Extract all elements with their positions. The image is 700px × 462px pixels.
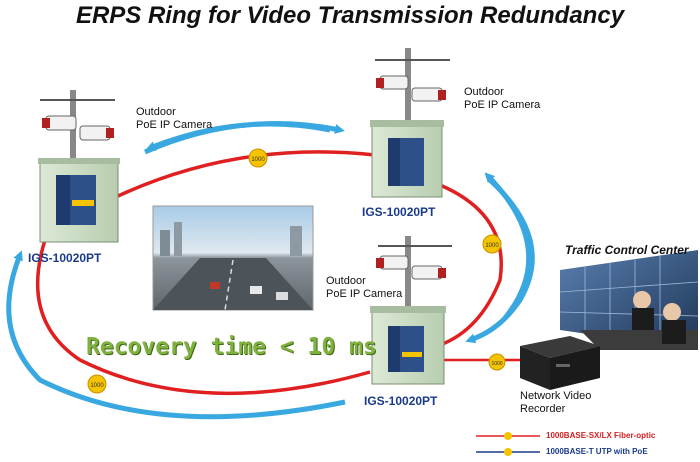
left-camera-pole bbox=[40, 90, 115, 165]
camera-label-line: PoE IP Camera bbox=[464, 99, 541, 111]
top-camera-pole bbox=[375, 48, 450, 126]
link-badge-label: 1000 bbox=[491, 361, 502, 367]
nvr-device bbox=[520, 336, 600, 390]
bottom-camera-pole bbox=[376, 236, 452, 314]
failover-arrow-top-back bbox=[145, 121, 331, 151]
camera-icon bbox=[411, 265, 446, 280]
camera-label-line: PoE IP Camera bbox=[136, 119, 213, 131]
link-badge-right: 1000 bbox=[482, 234, 502, 254]
fiber-ring-bottom bbox=[35, 239, 371, 396]
top-cabinet bbox=[370, 120, 444, 198]
traffic-control-center-label: Traffic Control Center bbox=[565, 243, 689, 257]
bottom-switch-model: IGS-10020PT bbox=[364, 394, 438, 408]
bottom-camera-label: Outdoor PoE IP Camera bbox=[326, 275, 402, 301]
link-badge-top: 1000 bbox=[248, 148, 268, 168]
link-badge-bottom: 1000 bbox=[87, 374, 107, 394]
fiber-ring-right bbox=[439, 183, 503, 347]
highway-photo bbox=[152, 205, 314, 311]
nvr-label-line: Network Video bbox=[520, 390, 592, 402]
page-title: ERPS Ring for Video Transmission Redunda… bbox=[75, 2, 625, 29]
link-badge-label: 1000 bbox=[485, 243, 499, 249]
camera-icon bbox=[79, 125, 114, 141]
camera-icon bbox=[42, 115, 77, 131]
camera-label-line: Outdoor bbox=[464, 86, 504, 98]
top-switch-model: IGS-10020PT bbox=[362, 205, 436, 219]
camera-label-line: PoE IP Camera bbox=[326, 288, 403, 300]
camera-icon bbox=[376, 75, 409, 90]
left-cabinet bbox=[38, 158, 120, 243]
camera-label-line: Outdoor bbox=[326, 275, 366, 287]
left-camera-label: Outdoor PoE IP Camera bbox=[136, 106, 212, 132]
nvr-label: Network Video Recorder bbox=[520, 390, 591, 416]
left-switch-model: IGS-10020PT bbox=[28, 251, 102, 265]
nvr-label-line: Recorder bbox=[520, 403, 566, 415]
recovery-time-text: Recovery time < 10 ms bbox=[86, 334, 377, 360]
top-camera-label: Outdoor PoE IP Camera bbox=[464, 86, 540, 112]
legend-utp-label: 1000BASE-T UTP with PoE bbox=[546, 447, 648, 456]
legend-fiber-label: 1000BASE-SX/LX Fiber-optic bbox=[546, 431, 656, 440]
fiber-ring-top bbox=[117, 150, 376, 198]
control-center-wall bbox=[559, 250, 699, 350]
failover-arrow-right-back bbox=[484, 172, 532, 320]
camera-label-line: Outdoor bbox=[136, 106, 176, 118]
bottom-cabinet bbox=[370, 306, 446, 385]
link-badge-label: 1000 bbox=[90, 383, 104, 389]
legend-utp-line bbox=[476, 448, 540, 456]
link-badge-label: 1000 bbox=[251, 157, 265, 163]
legend-fiber-line bbox=[476, 432, 540, 440]
failover-arrow-bottom bbox=[6, 250, 346, 420]
link-badge-nvr: 1000 bbox=[488, 353, 506, 371]
camera-icon bbox=[376, 255, 409, 270]
camera-icon bbox=[411, 87, 446, 102]
